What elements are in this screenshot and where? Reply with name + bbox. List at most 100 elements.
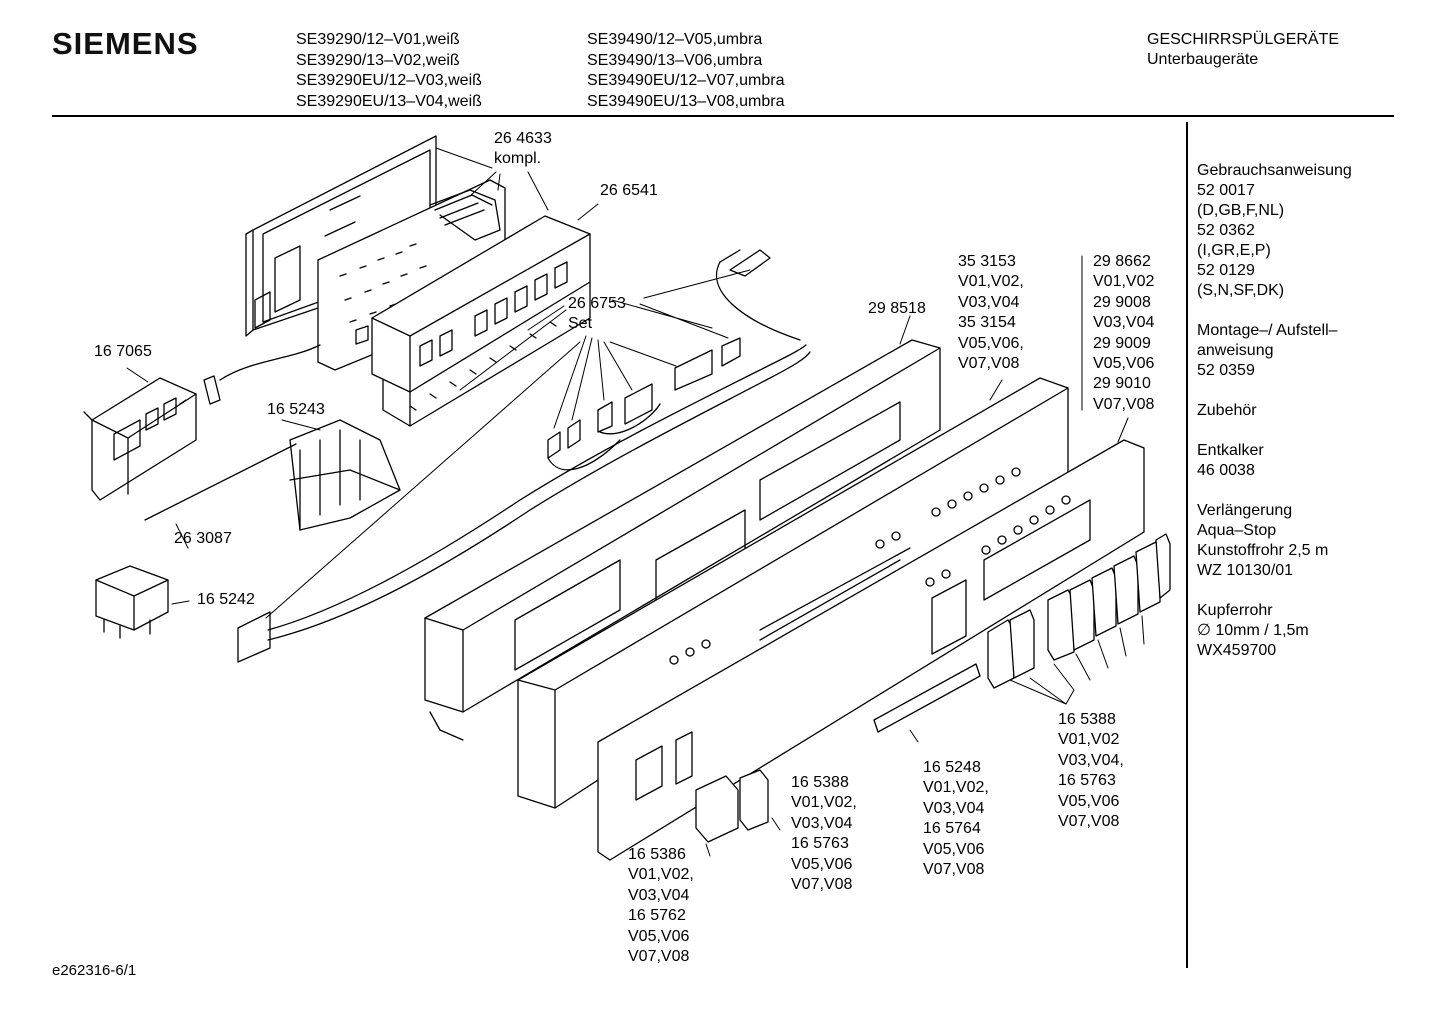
callout-line: 16 5763 — [1058, 772, 1116, 790]
callout-line: 26 3087 — [174, 530, 232, 547]
callout-line: V07,V08 — [791, 876, 853, 894]
sidebar-line: (I,GR,E,P) — [1197, 242, 1271, 259]
callout-line: V07,V08 — [1093, 395, 1155, 413]
category-title: GESCHIRRSPÜLGERÄTE — [1147, 31, 1340, 48]
callout-line: V07,V08 — [958, 355, 1020, 373]
sidebar-line: Entkalker — [1197, 442, 1264, 459]
callout-line: 35 3154 — [958, 314, 1016, 332]
accessories-block: Zubehör — [1197, 401, 1352, 421]
brand-logo: SIEMENS — [52, 26, 199, 61]
callout-line: V05,V06, — [958, 334, 1024, 352]
sidebar-line: Gebrauchsanweisung — [1197, 162, 1352, 179]
callout-line: 16 5388 — [791, 774, 849, 791]
cable-harness-part — [238, 250, 810, 662]
sidebar-line: (D,GB,F,NL) — [1197, 202, 1285, 219]
callout-165388-middle: 16 5388 V01,V02, V03,V04 16 5763 V05,V06… — [791, 773, 857, 895]
model-list-weiss: SE39290/12–V01,weiß SE39290/13–V02,weiß … — [296, 30, 482, 112]
facia-part — [598, 440, 1144, 860]
callout-line: V03,V04 — [628, 886, 690, 904]
sidebar-line: anweisung — [1197, 342, 1274, 359]
model-line: SE39290/12–V01,weiß — [296, 31, 460, 48]
sidebar-line: ∅ 10mm / 1,5m — [1197, 622, 1309, 639]
callout-line: 26 6753 — [568, 295, 626, 312]
callout-line: 29 8662 — [1093, 253, 1151, 270]
callout-line: V05,V06 — [923, 840, 985, 858]
callout-266541: 26 6541 — [600, 181, 658, 201]
callout-line: 29 9008 — [1093, 293, 1151, 311]
callout-line: V05,V06 — [791, 855, 853, 873]
callout-line: V03,V04, — [1058, 751, 1124, 769]
callout-line: V03,V04 — [923, 799, 985, 817]
model-line: SE39490/12–V05,umbra — [587, 31, 763, 48]
callout-line: 16 5386 — [628, 846, 686, 863]
callout-264633: 26 4633 kompl. — [494, 129, 552, 170]
sidebar-line: Kupferrohr — [1197, 602, 1273, 619]
callout-line: V01,V02 — [1058, 731, 1120, 749]
callout-line: 16 5764 — [923, 820, 981, 838]
indicator-strip-part — [874, 664, 980, 732]
ribbon-cable-part — [430, 190, 500, 240]
callout-353153: 35 3153 V01,V02, V03,V04 35 3154 V05,V06… — [958, 252, 1024, 374]
model-line: SE39290EU/12–V03,weiß — [296, 72, 482, 89]
callout-298518: 29 8518 — [868, 299, 926, 319]
switch-board-part — [84, 345, 320, 500]
callout-line: 16 5762 — [628, 907, 686, 925]
callout-line: V05,V06 — [1093, 355, 1155, 373]
callout-line: V05,V06 — [1058, 792, 1120, 810]
model-line: SE39490/13–V06,umbra — [587, 51, 763, 69]
installation-block: Montage–/ Aufstell– anweisung 52 0359 — [1197, 321, 1352, 381]
sidebar-line: WX459700 — [1197, 642, 1277, 659]
callout-line: 29 8518 — [868, 300, 926, 317]
holder-part — [290, 420, 400, 530]
callout-line: V05,V06 — [628, 927, 690, 945]
descaler-block: Entkalker 46 0038 — [1197, 441, 1352, 481]
leader-lines — [127, 148, 1144, 856]
sidebar-line: 52 0362 — [1197, 222, 1255, 239]
category-heading: GESCHIRRSPÜLGERÄTE Unterbaugeräte — [1147, 30, 1339, 70]
callout-line: V07,V08 — [628, 948, 690, 966]
wire-part — [145, 444, 296, 520]
model-line: SE39290EU/13–V04,weiß — [296, 92, 482, 110]
callout-line: V07,V08 — [923, 861, 985, 879]
callout-165242: 16 5242 — [197, 590, 255, 610]
callout-line: V01,V02, — [791, 794, 857, 812]
callout-263087: 26 3087 — [174, 529, 232, 549]
sidebar-divider — [1186, 122, 1188, 968]
sidebar-line: Zubehör — [1197, 402, 1257, 419]
sidebar-line: WZ 10130/01 — [1197, 562, 1294, 579]
relay-part — [96, 566, 168, 638]
sidebar-line: Verlängerung — [1197, 502, 1293, 519]
callout-line: V01,V02 — [1093, 273, 1155, 291]
callout-line: 16 5388 — [1058, 711, 1116, 728]
callout-line: V01,V02, — [958, 273, 1024, 291]
model-line: SE39290/13–V02,weiß — [296, 51, 460, 69]
button-caps-part — [696, 534, 1170, 842]
callout-line: V03,V04 — [791, 814, 853, 832]
callout-line: 35 3153 — [958, 253, 1016, 270]
manual-block: Gebrauchsanweisung 52 0017 (D,GB,F,NL) 5… — [1197, 161, 1352, 301]
sidebar-line: Aqua–Stop — [1197, 522, 1277, 539]
callout-165386: 16 5386 V01,V02, V03,V04 16 5762 V05,V06… — [628, 845, 694, 967]
copper-pipe-block: Kupferrohr ∅ 10mm / 1,5m WX459700 — [1197, 601, 1352, 661]
drawing-code: e262316-6/1 — [52, 962, 137, 979]
sidebar-line: 52 0359 — [1197, 362, 1255, 379]
callout-line: V01,V02, — [628, 866, 694, 884]
callout-line: 16 7065 — [94, 343, 152, 360]
callout-line: V01,V02, — [923, 779, 989, 797]
callout-line: V03,V04 — [958, 293, 1020, 311]
extension-block: Verlängerung Aqua–Stop Kunstoffrohr 2,5 … — [1197, 501, 1352, 581]
callout-165388-right: 16 5388 V01,V02 V03,V04, 16 5763 V05,V06… — [1058, 710, 1124, 832]
category-subtitle: Unterbaugeräte — [1147, 51, 1259, 68]
callout-line: 16 5242 — [197, 591, 255, 608]
model-line: SE39490EU/13–V08,umbra — [587, 92, 785, 110]
sidebar-line: Kunstoffrohr 2,5 m — [1197, 542, 1329, 559]
callout-line: 16 5243 — [267, 401, 325, 418]
callout-298662: 29 8662 V01,V02 29 9008 V03,V04 29 9009 … — [1093, 252, 1154, 415]
callout-167065: 16 7065 — [94, 342, 152, 362]
sidebar-info: Gebrauchsanweisung 52 0017 (D,GB,F,NL) 5… — [1197, 161, 1352, 681]
callout-line: 26 6541 — [600, 182, 658, 199]
sidebar-line: 52 0017 — [1197, 182, 1255, 199]
callout-line: V07,V08 — [1058, 813, 1120, 831]
callout-line: V03,V04 — [1093, 314, 1155, 332]
